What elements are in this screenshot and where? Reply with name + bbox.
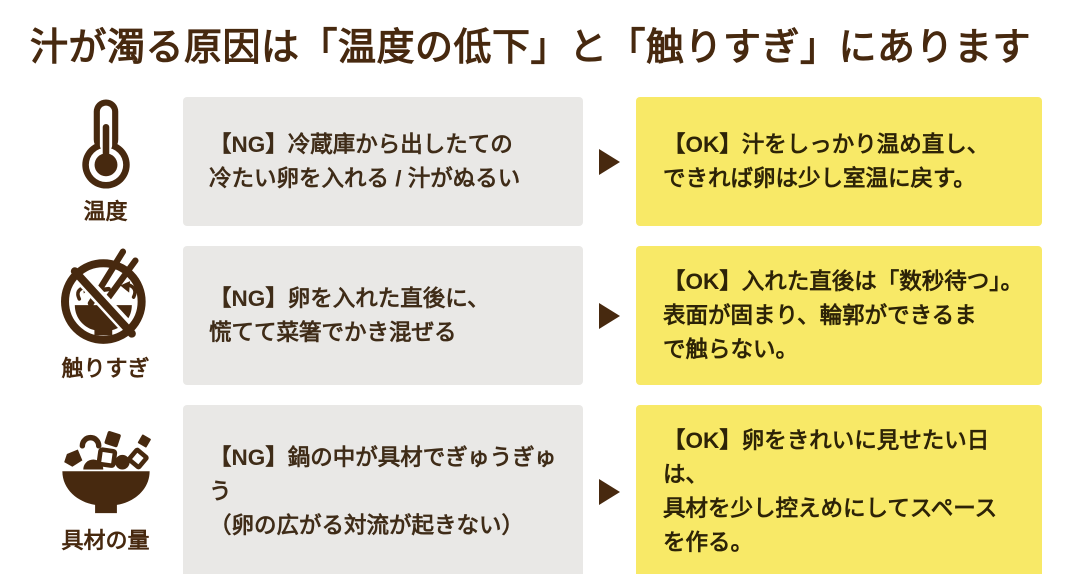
ng-box-ingredient-amount: 【NG】鍋の中が具材でぎゅうぎゅう （卵の広がる対流が起きない） xyxy=(183,405,583,574)
ok-text-overstirring: 【OK】入れた直後は「数秒待つ」。 表面が固まり、輪郭ができるま で触らない。 xyxy=(663,269,1024,362)
row-overstirring: 触りすぎ 【NG】卵を入れた直後に、 慌てて菜箸でかき混ぜる 【OK】入れた直後… xyxy=(28,246,1042,386)
row-ingredient-amount: 具材の量 【NG】鍋の中が具材でぎゅうぎゅう （卵の広がる対流が起きない） 【O… xyxy=(28,405,1042,574)
ng-text-ingredient-amount: 【NG】鍋の中が具材でぎゅうぎゅう （卵の広がる対流が起きない） xyxy=(209,445,557,538)
arrow-cell xyxy=(583,405,636,574)
ng-box-temperature: 【NG】冷蔵庫から出したての 冷たい卵を入れる / 汁がぬるい xyxy=(183,97,583,226)
ingredient-amount-icon-cell: 具材の量 xyxy=(28,405,183,574)
icon-label-overstirring: 触りすぎ xyxy=(61,356,150,382)
ok-text-temperature: 【OK】汁をしっかり温め直し、 できれば卵は少し室温に戻す。 xyxy=(663,131,990,191)
arrow-right-icon xyxy=(599,148,620,175)
page-title: 汁が濁る原因は「温度の低下」と「触りすぎ」にあります xyxy=(30,27,1032,69)
rows-container: 温度 【NG】冷蔵庫から出したての 冷たい卵を入れる / 汁がぬるい 【OK】汁… xyxy=(0,97,1085,574)
ng-text-overstirring: 【NG】卵を入れた直後に、 慌てて菜箸でかき混ぜる xyxy=(209,285,490,345)
icon-label-temperature: 温度 xyxy=(83,199,128,224)
ok-box-overstirring: 【OK】入れた直後は「数秒待つ」。 表面が固まり、輪郭ができるま で触らない。 xyxy=(636,246,1042,386)
ng-text-temperature: 【NG】冷蔵庫から出したての 冷たい卵を入れる / 汁がぬるい xyxy=(209,131,521,191)
arrow-cell xyxy=(583,246,636,385)
ok-text-ingredient-amount: 【OK】卵をきれいに見せたい日は、 具材を少し控えめにしてスペース を作る。 xyxy=(663,428,998,555)
overstirring-icon-cell: 触りすぎ xyxy=(28,246,183,385)
ng-box-overstirring: 【NG】卵を入れた直後に、 慌てて菜箸でかき混ぜる xyxy=(183,246,583,386)
thermometer-icon xyxy=(69,97,143,191)
ok-box-temperature: 【OK】汁をしっかり温め直し、 できれば卵は少し室温に戻す。 xyxy=(636,97,1042,226)
icon-label-ingredient-amount: 具材の量 xyxy=(61,528,150,554)
temperature-icon-cell: 温度 xyxy=(28,97,183,226)
arrow-cell xyxy=(583,97,636,226)
ok-box-ingredient-amount: 【OK】卵をきれいに見せたい日は、 具材を少し控えめにしてスペース を作る。 xyxy=(636,405,1042,574)
ingredients-bowl-icon xyxy=(56,428,156,520)
arrow-right-icon xyxy=(599,478,620,505)
row-temperature: 温度 【NG】冷蔵庫から出したての 冷たい卵を入れる / 汁がぬるい 【OK】汁… xyxy=(28,97,1042,226)
no-stirring-icon xyxy=(57,248,155,348)
arrow-right-icon xyxy=(599,302,620,329)
